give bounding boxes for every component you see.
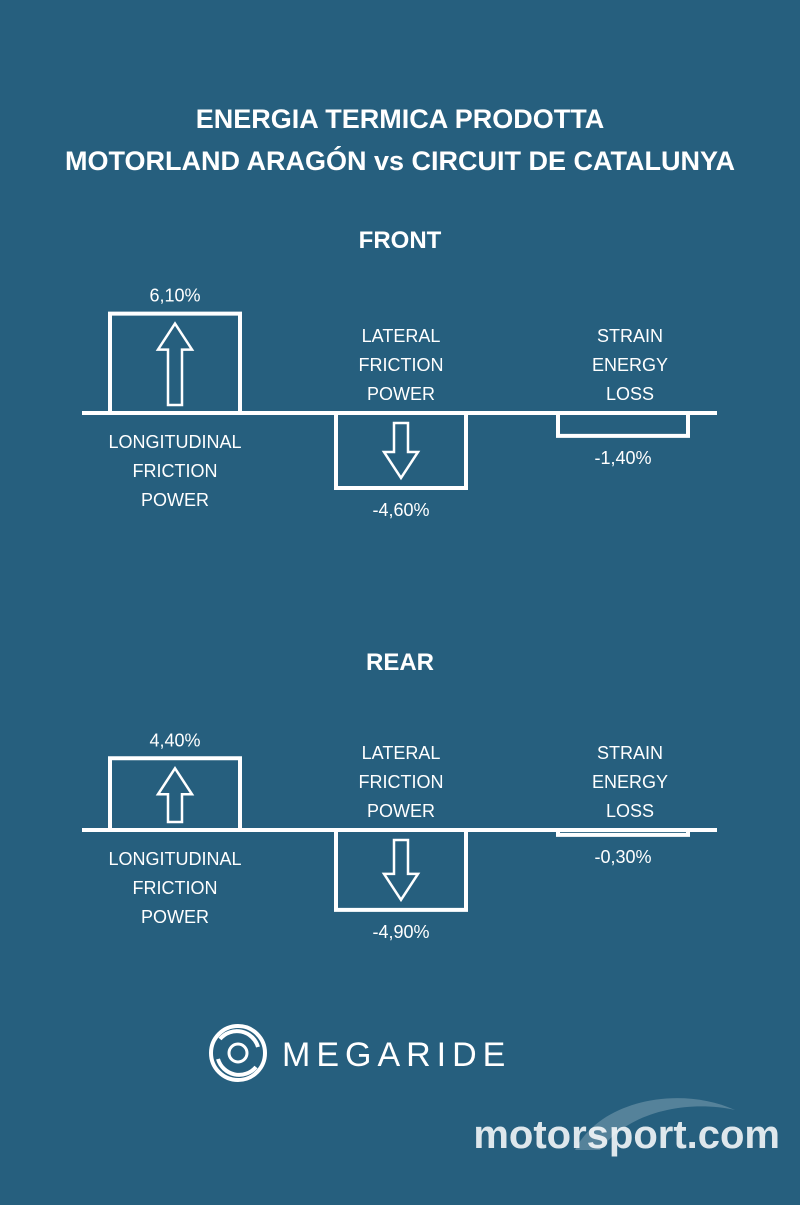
rear-bar-0 (108, 756, 242, 830)
front-category-label-0-0: LONGITUDINAL (108, 432, 241, 452)
front-category-label-2-0: STRAIN (597, 326, 663, 346)
chart-title-line2: MOTORLAND ARAGÓN vs CIRCUIT DE CATALUNYA (65, 145, 735, 176)
rear-category-label-0-2: POWER (141, 907, 209, 927)
front-value-label-1: -4,60% (372, 500, 429, 520)
rear-category-label-1-1: FRICTION (359, 772, 444, 792)
rear-category-label-0-1: FRICTION (133, 878, 218, 898)
front-panel: FRONT 6,10% LONGITUDINAL FRICTION POWER -4,60… (82, 227, 717, 520)
front-value-label-0: 6,10% (149, 286, 200, 306)
watermark-text: motorsport.com (473, 1113, 780, 1157)
megaride-brand: MEGARIDE (282, 1036, 511, 1074)
front-section-title: FRONT (359, 227, 442, 254)
rear-category-label-2-2: LOSS (606, 801, 654, 821)
front-category-label-2-2: LOSS (606, 384, 654, 404)
rear-category-label-1-0: LATERAL (362, 743, 441, 763)
front-bar-0 (108, 311, 242, 413)
front-category-label-0-1: FRICTION (133, 461, 218, 481)
rear-bar-1 (334, 830, 468, 912)
rear-arrow-up-icon-0 (155, 765, 195, 824)
megaride-logo: MEGARIDE (209, 1024, 511, 1082)
chart-title-line1: ENERGIA TERMICA PRODOTTA (196, 104, 605, 134)
rear-value-label-1: -4,90% (372, 922, 429, 942)
front-category-label-0-2: POWER (141, 490, 209, 510)
rear-section-title: REAR (366, 649, 434, 676)
front-category-label-1-0: LATERAL (362, 326, 441, 346)
rear-bar-2 (556, 830, 690, 837)
front-arrow-down-icon-1 (381, 421, 421, 481)
rear-value-label-2: -0,30% (594, 847, 651, 867)
front-category-label-2-1: ENERGY (592, 355, 668, 375)
rear-category-label-2-0: STRAIN (597, 743, 663, 763)
rear-category-label-1-2: POWER (367, 801, 435, 821)
rear-value-label-0: 4,40% (149, 730, 200, 750)
front-bar-1 (334, 413, 468, 490)
motorsport-watermark: motorsport.com (473, 1098, 780, 1157)
front-value-label-2: -1,40% (594, 448, 651, 468)
motorsport-swoosh-icon (575, 1098, 735, 1150)
front-arrow-up-icon-0 (155, 321, 195, 407)
megaride-swirl-icon (209, 1024, 267, 1082)
front-category-label-1-2: POWER (367, 384, 435, 404)
chart-panels: FRONT 6,10% LONGITUDINAL FRICTION POWER -4,60… (82, 227, 717, 942)
front-category-label-1-1: FRICTION (359, 355, 444, 375)
rear-category-label-2-1: ENERGY (592, 772, 668, 792)
rear-category-label-0-0: LONGITUDINAL (108, 849, 241, 869)
front-bar-2 (556, 413, 690, 438)
rear-panel: REAR 4,40% LONGITUDINAL FRICTION POWER -4,90%… (82, 649, 717, 942)
rear-arrow-down-icon-1 (381, 838, 421, 903)
